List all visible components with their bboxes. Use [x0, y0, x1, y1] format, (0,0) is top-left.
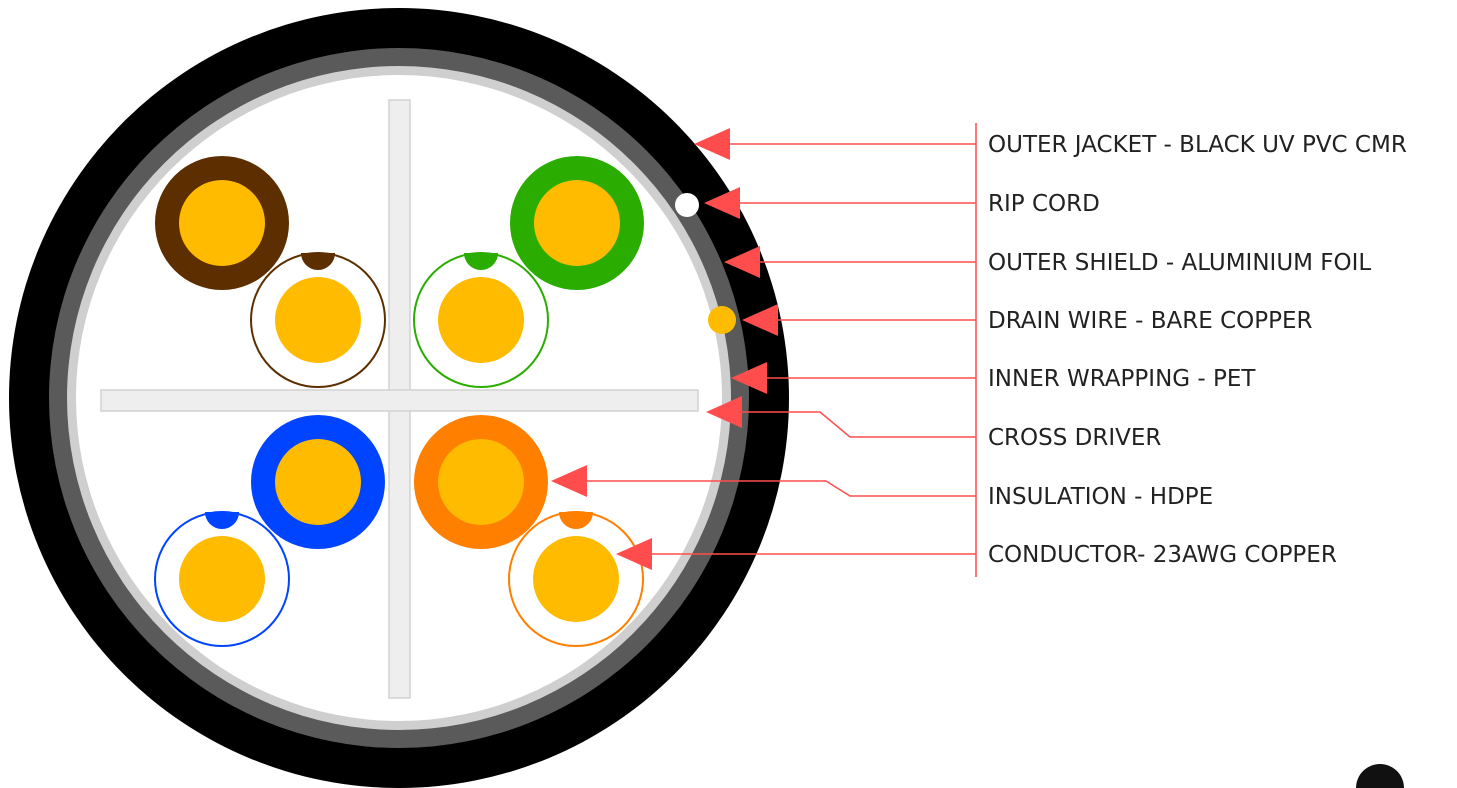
orange-stripe [559, 512, 593, 529]
label-insulation: INSULATION - HDPE [988, 484, 1213, 510]
brown-stripe [301, 253, 335, 270]
rip-cord [675, 193, 699, 217]
blue-white-conductor [179, 536, 265, 622]
blue-solid-conductor [275, 439, 361, 525]
label-drain-wire: DRAIN WIRE - BARE COPPER [988, 308, 1313, 334]
arrowhead-conductor [616, 538, 652, 570]
label-outer-jacket: OUTER JACKET - BLACK UV PVC CMR [988, 132, 1407, 158]
label-inner-wrapping: INNER WRAPPING - PET [988, 366, 1256, 392]
arrowhead-insulation [551, 465, 587, 497]
arrowhead-cross-driver [706, 396, 742, 428]
brown-solid-conductor [179, 180, 265, 266]
blue-stripe [205, 512, 239, 529]
logo-corner-mark [1356, 764, 1404, 788]
arrowhead-outer-shield [724, 246, 760, 278]
arrowhead-rip-cord [704, 187, 740, 219]
orange-solid-conductor [438, 439, 524, 525]
drain-wire [708, 306, 736, 334]
label-cross-driver: CROSS DRIVER [988, 425, 1161, 451]
leader-line-cross-driver [742, 411, 976, 438]
green-stripe [464, 253, 498, 270]
leader-line-insulation [585, 480, 976, 497]
cross-driver-horizontal [100, 389, 699, 412]
arrowhead-outer-jacket [694, 128, 730, 160]
label-rip-cord: RIP CORD [988, 191, 1100, 217]
green-white-conductor [438, 277, 524, 363]
green-solid-conductor [534, 180, 620, 266]
brown-white-conductor [275, 277, 361, 363]
orange-white-conductor [533, 536, 619, 622]
arrowhead-inner-wrapping [731, 362, 767, 394]
arrowhead-drain-wire [742, 304, 778, 336]
label-outer-shield: OUTER SHIELD - ALUMINIUM FOIL [988, 250, 1371, 276]
label-conductor: CONDUCTOR- 23AWG COPPER [988, 542, 1337, 568]
